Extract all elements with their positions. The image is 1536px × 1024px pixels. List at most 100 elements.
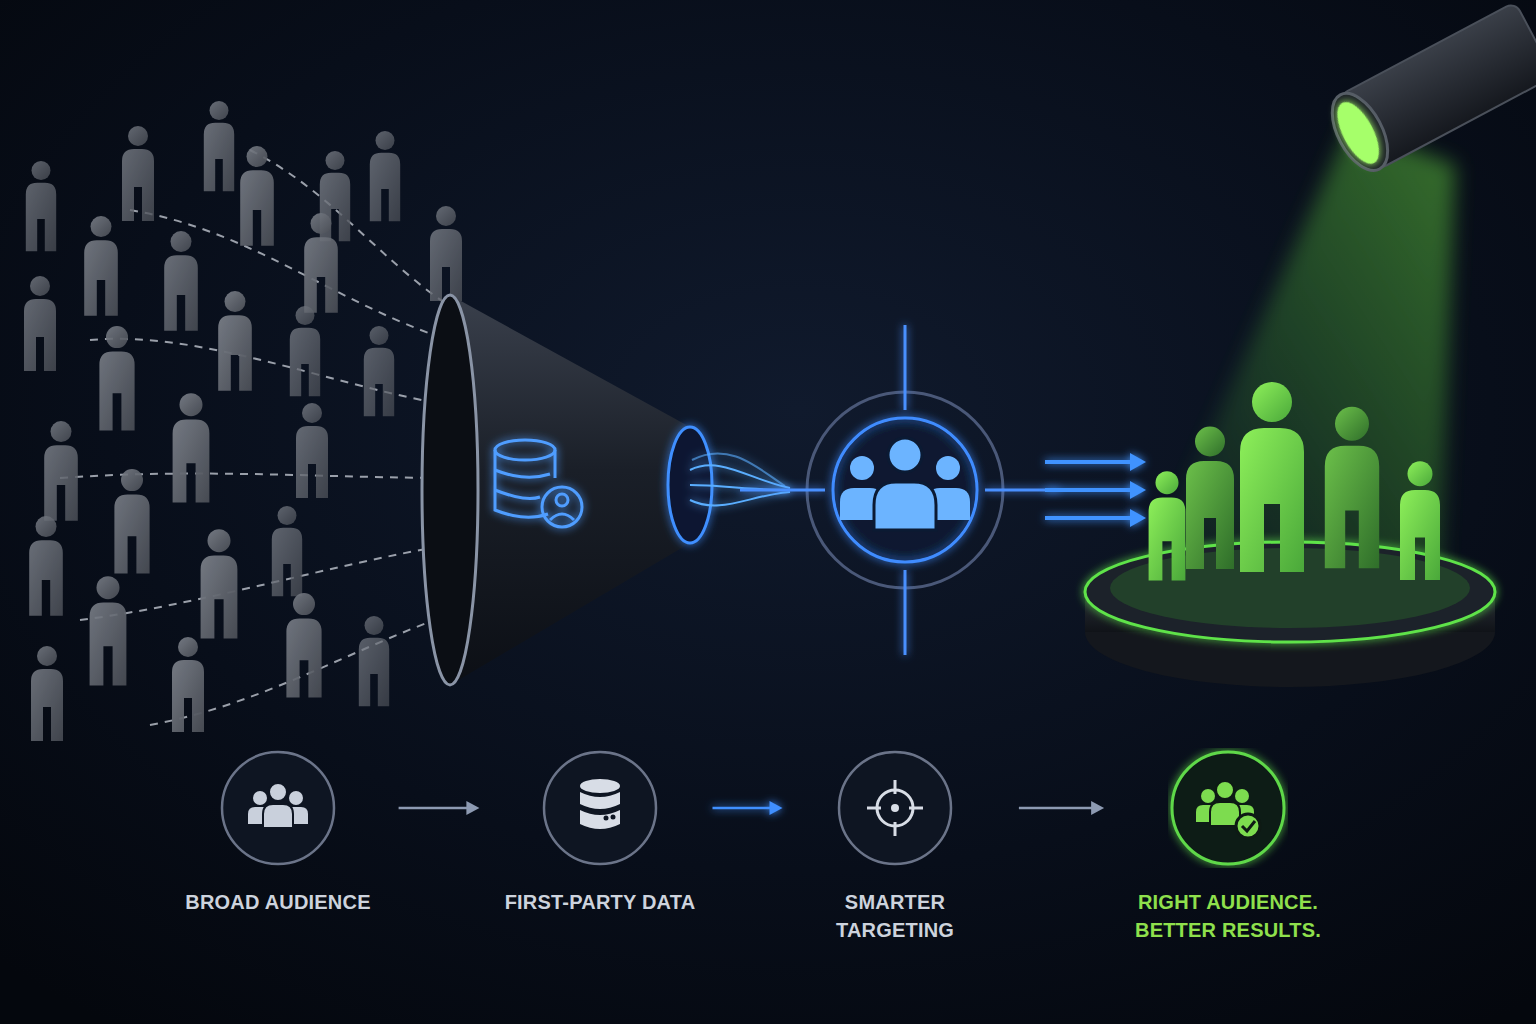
crowd-figures: [304, 213, 338, 313]
icon-shape: [248, 783, 308, 828]
flow-arrows: [1045, 462, 1132, 518]
funnel: [422, 295, 478, 685]
icon-shape: [263, 804, 293, 828]
funnel: [450, 295, 690, 685]
icon-shape: [1172, 752, 1284, 864]
flow-arrows: [1045, 460, 1132, 464]
crowd-figures: [99, 326, 134, 431]
stage-icon: [218, 748, 338, 868]
target-audience-figures: [1186, 427, 1234, 570]
dashed-flow-lines: [60, 150, 448, 725]
spotlight: [1329, 96, 1387, 170]
icon-shape: [604, 816, 609, 821]
crowd-figures: [44, 421, 78, 521]
arrow-head: [466, 801, 479, 815]
funnel: [556, 494, 568, 506]
target-audience-figures: [1240, 382, 1304, 572]
crowd-figures: [31, 646, 63, 741]
icon-shape: [1236, 814, 1260, 838]
arrow-head: [1091, 801, 1104, 815]
stage-node: RIGHT AUDIENCE. BETTER RESULTS.: [1113, 748, 1343, 944]
arrow-line: [713, 807, 773, 810]
dashed-flow-lines: [130, 210, 448, 340]
target-reticle: [904, 655, 907, 742]
target-reticle: [740, 489, 825, 492]
icon-shape: [611, 815, 616, 820]
icon-shape: [544, 752, 656, 864]
target-audience-figures: [1149, 471, 1186, 580]
stage-node: BROAD AUDIENCE: [158, 748, 398, 916]
flow-arrow: [399, 801, 480, 815]
funnel: [422, 295, 712, 685]
target-reticle: [936, 456, 960, 480]
arrow-head: [770, 801, 783, 815]
target-reticle: [850, 456, 874, 480]
spotlight: [1150, 125, 1455, 590]
icon-shape: [580, 792, 620, 809]
funnel: [495, 490, 540, 498]
target-audience-figures: [1149, 382, 1440, 580]
data-streams: [690, 492, 790, 506]
target-audience-figures: [1400, 461, 1440, 580]
crowd-figures: [218, 291, 252, 391]
crowd-figures: [24, 101, 462, 741]
icon-shape: [1216, 781, 1234, 799]
icon-shape: [580, 810, 620, 829]
stage-icon: [1168, 748, 1288, 868]
stage-label: SMARTER TARGETING: [820, 888, 970, 944]
crowd-figures: [122, 126, 154, 221]
dashed-flow-lines: [90, 339, 448, 405]
icon-shape: [222, 752, 334, 864]
funnel: [495, 470, 550, 477]
funnel: [495, 440, 582, 527]
target-reticle: [904, 325, 907, 410]
spotlight: [1321, 2, 1536, 179]
stage-node: SMARTER TARGETING: [820, 748, 970, 944]
icon-shape: [891, 804, 899, 812]
crowd-figures: [296, 403, 328, 498]
crowd-figures: [24, 276, 56, 371]
crowd-figures: [290, 306, 320, 396]
crowd-figures: [26, 161, 56, 251]
funnel: [495, 450, 548, 517]
flow-arrow: [1019, 801, 1104, 815]
crowd-figures: [29, 516, 63, 616]
crowd-figures: [272, 506, 302, 596]
icon-shape: [604, 815, 616, 821]
crowd-figures: [172, 637, 204, 732]
crowd-figures: [370, 131, 400, 221]
funnel: [542, 487, 582, 527]
flow-arrows: [1130, 453, 1146, 527]
target-reticle: [807, 392, 1003, 588]
icon-shape: [894, 822, 897, 836]
funnel: [554, 450, 557, 478]
funnel: [495, 440, 555, 460]
icon-shape: [580, 779, 620, 829]
target-reticle: [874, 482, 936, 530]
target-reticle: [740, 325, 1060, 742]
arrow-line: [1019, 807, 1094, 810]
icon-shape: [1201, 789, 1215, 803]
crowd-figures: [164, 231, 198, 331]
icon-shape: [894, 780, 897, 794]
icon-shape: [909, 807, 923, 810]
flow-arrows: [1130, 481, 1146, 499]
crowd-figures: [173, 393, 210, 502]
crowd-figures: [90, 576, 127, 685]
flow-arrows: [1130, 509, 1146, 527]
data-streams: [690, 453, 790, 505]
icon-shape: [867, 807, 881, 810]
flow-arrows: [1045, 453, 1146, 527]
icon-shape: [289, 791, 303, 805]
crowd-figures: [430, 206, 462, 301]
icon-shape: [839, 752, 951, 864]
crowd-figures: [286, 593, 321, 698]
flow-arrows: [1130, 453, 1146, 471]
stage-node: FIRST-PARTY DATA: [475, 748, 725, 916]
icon-shape: [1242, 821, 1255, 831]
